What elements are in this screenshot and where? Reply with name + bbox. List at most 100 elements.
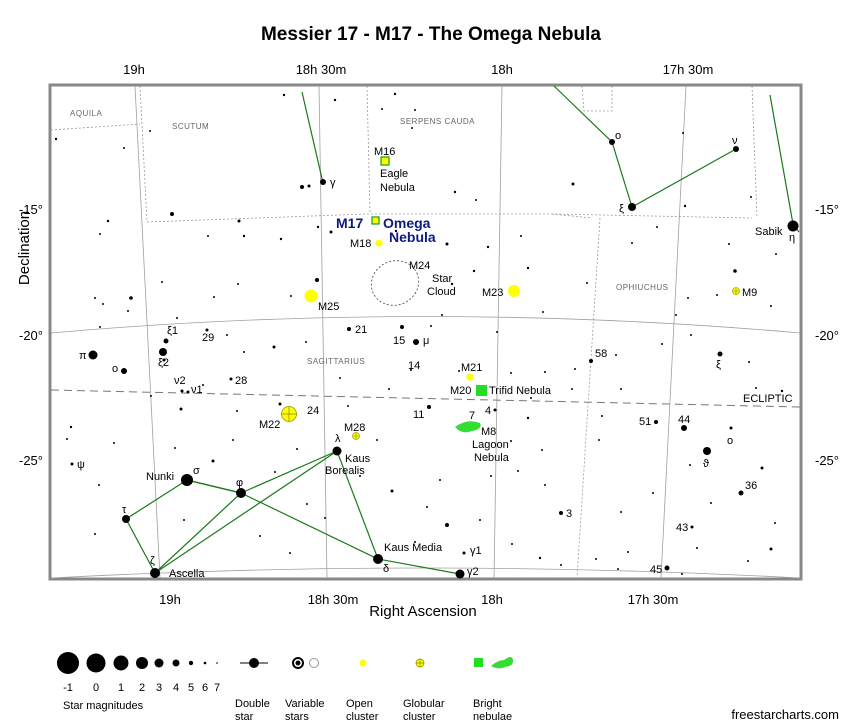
star-psi (70, 462, 74, 466)
constellation-sagittarius: SAGITTARIUS (307, 357, 365, 366)
label-36: 36 (745, 480, 757, 492)
ra-tick-top-18h: 18h (491, 62, 513, 77)
star-sabik (787, 220, 799, 232)
legend-mag-m1 (57, 652, 79, 674)
m9-globular-cross (732, 287, 740, 295)
star-3 (559, 511, 563, 515)
background-stars (54, 92, 784, 575)
label-psi: ψ (77, 459, 85, 471)
label-24: 24 (307, 405, 319, 417)
legend-double-1: Double (235, 698, 270, 710)
m23-cluster-marker (508, 285, 520, 297)
label-xi-ser: ξ (619, 203, 624, 215)
label-m18: M18 (350, 238, 371, 250)
ra-tick-bottom-19h: 19h (159, 592, 181, 607)
label-tau: τ (122, 504, 127, 516)
label-pi: π (79, 350, 87, 362)
label-kaus-borealis-1: Kaus (345, 453, 371, 465)
star-nu-oph (733, 146, 739, 152)
legend-mag-label-2: 2 (139, 682, 145, 694)
label-xi-oph: ξ (716, 359, 721, 371)
constellation-lines (125, 85, 800, 575)
label-mu: μ (423, 335, 429, 347)
x-axis-label: Right Ascension (369, 603, 477, 620)
star-29 (205, 328, 209, 332)
star-mu (413, 339, 419, 345)
labeled-stars (70, 139, 799, 579)
legend-mag-7 (216, 662, 218, 664)
legend-mag-label-4: 4 (173, 682, 179, 694)
label-21: 21 (355, 324, 367, 336)
ra-grid-19h (134, 85, 161, 579)
star-omicron-sgr (121, 368, 127, 374)
dec-tick-right-20: -20° (815, 328, 839, 343)
legend: -1 0 1 2 3 4 5 6 7 Star magnitudes Doubl… (57, 652, 514, 723)
star-omicron2 (729, 426, 733, 430)
m18-cluster-marker (375, 239, 383, 247)
label-7: 7 (469, 410, 475, 422)
dec-tick-left-15: -15° (19, 202, 43, 217)
label-14: 14 (408, 360, 420, 372)
m8-nebula-shape (455, 421, 481, 433)
legend-globular-2: cluster (403, 711, 436, 723)
ra-tick-bottom-18h: 18h (481, 592, 503, 607)
label-m24-desc2: Cloud (427, 286, 456, 298)
star-nunki (181, 474, 193, 486)
star-ascella (150, 568, 160, 578)
star-tau (122, 515, 130, 523)
sgr-line-2 (186, 479, 461, 575)
label-m17: M17 (336, 215, 363, 231)
legend-mag-label-0: 0 (93, 682, 99, 694)
legend-mag-label-1: 1 (118, 682, 124, 694)
label-xi1: ξ1 (167, 325, 178, 337)
star-51 (654, 420, 658, 424)
legend-open-cluster-icon (359, 659, 367, 667)
label-3: 3 (566, 508, 572, 520)
legend-mag-3 (154, 658, 164, 668)
label-m16-desc1: Eagle (380, 168, 408, 180)
label-m17-desc1: Omega (383, 215, 431, 231)
label-omicron-oph: ο (615, 130, 621, 142)
constellation-aquila: AQUILA (70, 109, 103, 118)
star-gamma2 (455, 569, 465, 579)
star-kaus-media (373, 554, 383, 564)
m17-nebula-marker (371, 216, 380, 225)
label-omicron-sgr: ο (112, 363, 118, 375)
sgr-line-4 (154, 450, 338, 574)
label-gamma-sct: γ (330, 177, 336, 189)
constellation-serpens-cauda: SERPENS CAUDA (400, 117, 475, 126)
m21-cluster-marker (466, 373, 474, 381)
label-15: 15 (393, 335, 405, 347)
label-m23: M23 (482, 287, 503, 299)
star-36 (738, 490, 744, 496)
label-phi: φ (236, 477, 243, 489)
star-58 (589, 359, 593, 363)
ra-tick-bottom-17h30m: 17h 30m (628, 592, 679, 607)
ra-tick-top-18h30m: 18h 30m (296, 62, 347, 77)
label-44: 44 (678, 414, 690, 426)
legend-mag-4 (172, 659, 180, 667)
label-nunki: Nunki (146, 471, 174, 483)
label-eta: η (789, 232, 795, 244)
star-44 (681, 425, 687, 431)
legend-mag-1 (113, 655, 129, 671)
legend-open-1: Open (346, 698, 373, 710)
star-gamma1 (462, 551, 466, 555)
star-lambda (332, 446, 342, 456)
label-29: 29 (202, 332, 214, 344)
label-xi2: ξ2 (158, 357, 169, 369)
label-m22: M22 (259, 419, 280, 431)
legend-mag-label-5: 5 (188, 682, 194, 694)
legend-bright-2: nebulae (473, 711, 512, 723)
label-sigma: σ (193, 465, 200, 477)
legend-mag-5 (188, 660, 194, 666)
star-xi-oph (717, 351, 723, 357)
m16-cluster-marker (380, 156, 390, 166)
ra-grid-17h30m (660, 85, 687, 579)
star-xi2 (159, 348, 167, 356)
dec-grid-20 (50, 316, 801, 334)
star-43 (690, 525, 694, 529)
label-ascella: Ascella (169, 568, 205, 580)
ecliptic-line (50, 389, 801, 408)
label-delta: δ (383, 563, 389, 575)
